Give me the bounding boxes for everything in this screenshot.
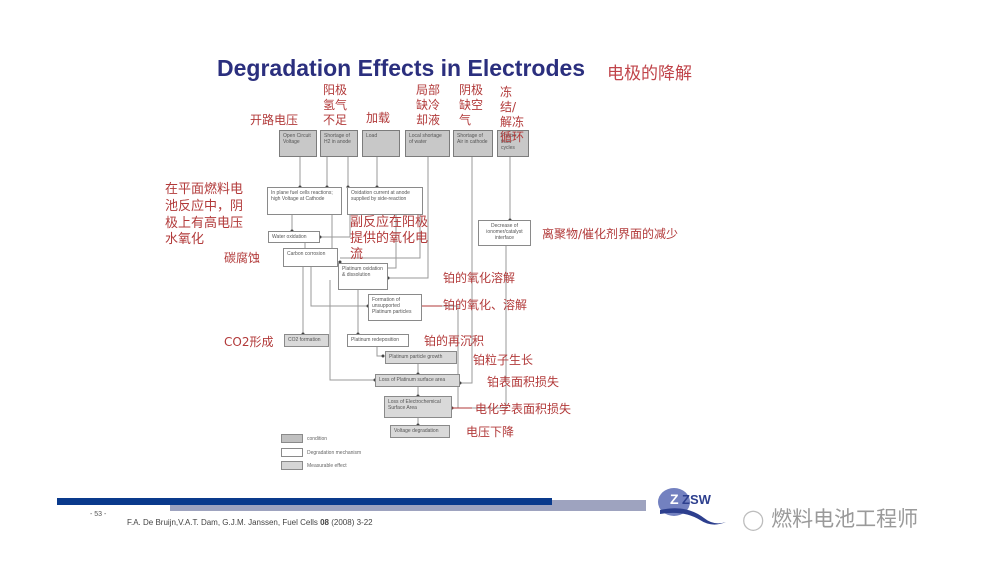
annotation-water-cn: 局部缺冷却液 bbox=[416, 83, 441, 127]
watermark: ◯ 燃料电池工程师 bbox=[742, 503, 918, 533]
legend-label-mechanism: Degradation mechanism bbox=[307, 450, 362, 456]
logo-text: ZSW bbox=[682, 492, 712, 507]
annotation-inplane-cn: 在平面燃料电池反应中，阴极上有高电压 bbox=[165, 182, 244, 231]
annotation-carbon-cn: 碳腐蚀 bbox=[224, 251, 261, 265]
line-water-ptoxid bbox=[386, 157, 429, 280]
condition-open-circuit-voltage: Open Circuit Voltage bbox=[279, 130, 317, 157]
line-oxcurrent-carbon bbox=[388, 215, 397, 269]
annotation-wateroxid-cn: 水氧化 bbox=[165, 232, 205, 247]
slide-title-cn: 电极的降解 bbox=[607, 64, 692, 84]
line-ptoxid-ptarea bbox=[329, 280, 377, 382]
line-air-ecsa bbox=[458, 157, 473, 385]
annotation-unsupported-cn: 铂的氧化、溶解 bbox=[443, 298, 528, 312]
citation: F.A. De Bruijn,V.A.T. Dam, G.J.M. Jansse… bbox=[127, 518, 373, 527]
effect-platinum-particle-growth: Platinum particle growth bbox=[385, 351, 457, 364]
citation-suffix: (2008) 3-22 bbox=[329, 518, 373, 527]
footer-bar-blue bbox=[57, 498, 552, 505]
effect-voltage-degradation: Voltage degradation bbox=[390, 425, 450, 438]
annotation-load-cn: 加载 bbox=[366, 111, 391, 125]
legend-label-effect: Measurable effect bbox=[307, 463, 347, 469]
annotation-ecsa-cn: 电化学表面积损失 bbox=[475, 402, 572, 416]
effect-loss-platinum-surface: Loss of Platinum surface area bbox=[375, 374, 460, 387]
mechanism-ionomer-interface: Decrease of ionomer/catalyst interface bbox=[478, 220, 531, 246]
annotation-voltage-cn: 电压下降 bbox=[466, 425, 515, 439]
annotation-ionomer-cn: 离聚物/催化剂界面的减少 bbox=[542, 227, 679, 241]
footer-bar-gray bbox=[170, 505, 646, 511]
effect-loss-ecsa: Loss of Electrochemical Surface Area bbox=[384, 396, 452, 418]
mechanism-water-oxidation: Water oxidation bbox=[268, 231, 320, 243]
legend-label-condition: condition bbox=[307, 436, 328, 442]
effect-co2-formation: CO2 formation bbox=[284, 334, 329, 347]
legend-swatch-effect bbox=[281, 461, 303, 470]
annotation-oxcurrent-cn: 副反应在阳极提供的氧化电流 bbox=[350, 215, 429, 262]
footer-bar-gray-right bbox=[552, 500, 646, 505]
legend-swatch-mechanism bbox=[281, 448, 303, 457]
annotation-air-cn: 阴极缺空气 bbox=[459, 83, 484, 127]
citation-prefix: F.A. De Bruijn,V.A.T. Dam, G.J.M. Jansse… bbox=[127, 518, 321, 527]
condition-shortage-air-cathode: Shortage of Air in cathode bbox=[453, 130, 493, 157]
line-redeposit-growth bbox=[376, 347, 385, 358]
annotation-freeze-cn: 冻结/解冻循环 bbox=[500, 85, 525, 144]
mechanism-carbon-corrosion: Carbon corrosion bbox=[283, 248, 338, 267]
line-oxcurrent-wateroxid bbox=[318, 215, 351, 239]
legend-swatch-condition bbox=[281, 434, 303, 443]
watermark-text: 燃料电池工程师 bbox=[771, 507, 919, 531]
annotation-ptoxid-cn: 铂的氧化溶解 bbox=[443, 271, 516, 285]
mechanism-platinum-redeposition: Platinum redeposition bbox=[347, 334, 409, 347]
page-number: - 53 - bbox=[90, 511, 107, 518]
mechanism-unsupported-platinum: Formation of unsupported Platinum partic… bbox=[368, 294, 422, 321]
mechanism-oxidation-current: Oxidation current at anode supplied by s… bbox=[347, 187, 423, 215]
slide-title: Degradation Effects in Electrodes bbox=[217, 55, 586, 81]
annotation-ocv-cn: 开路电压 bbox=[250, 113, 299, 127]
line-carbon-unsupported bbox=[310, 267, 370, 308]
mechanism-platinum-oxidation: Platinum oxidation & dissolution bbox=[338, 263, 388, 290]
condition-shortage-h2-anode: Shortage of H2 in anode bbox=[320, 130, 358, 157]
annotation-h2-cn: 阳极氢气不足 bbox=[323, 83, 348, 127]
annotation-growth-cn: 铂粒子生长 bbox=[473, 353, 534, 367]
annotation-ptarea-cn: 铂表面积损失 bbox=[487, 375, 560, 389]
zsw-logo: Z ZSW bbox=[658, 488, 726, 525]
condition-freeze-thaw: Freeze thaw cycles bbox=[497, 130, 529, 157]
annotation-redeposit-cn: 铂的再沉积 bbox=[424, 334, 485, 348]
logo-z: Z bbox=[670, 491, 679, 507]
citation-volume: 08 bbox=[320, 518, 330, 527]
wechat-icon: ◯ bbox=[742, 507, 765, 531]
mechanism-inplane-reactions: In plane fuel cells reactions; high Volt… bbox=[267, 187, 342, 215]
condition-local-water-shortage: Local shortage of water bbox=[405, 130, 450, 157]
annotation-co2-cn: CO2形成 bbox=[224, 335, 274, 349]
condition-load: Load bbox=[362, 130, 400, 157]
